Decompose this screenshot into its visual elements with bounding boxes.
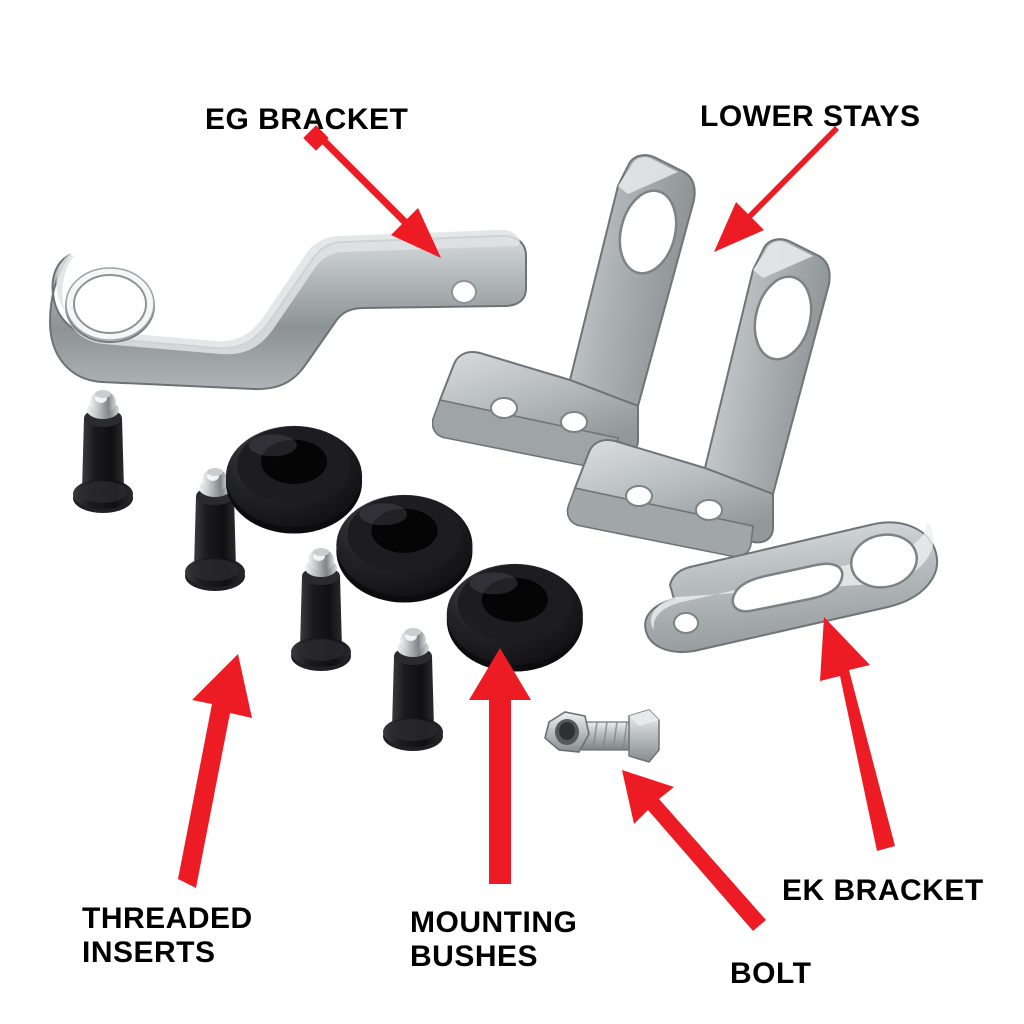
label-bolt: BOLT: [730, 957, 812, 990]
eg-bracket-part: [48, 229, 527, 391]
lower-stay-part-2: [566, 238, 831, 558]
ek-bracket-part: [644, 521, 939, 653]
label-mounting-bushes: MOUNTING BUSHES: [410, 906, 578, 973]
label-threaded-inserts: THREADED INSERTS: [82, 902, 253, 969]
label-ek-bracket: EK BRACKET: [782, 874, 984, 907]
mounting-bushes-part: [225, 425, 583, 672]
label-lower-stays: LOWER STAYS: [700, 100, 921, 133]
label-eg-bracket: EG BRACKET: [205, 103, 409, 136]
bolt-part: [544, 709, 660, 763]
